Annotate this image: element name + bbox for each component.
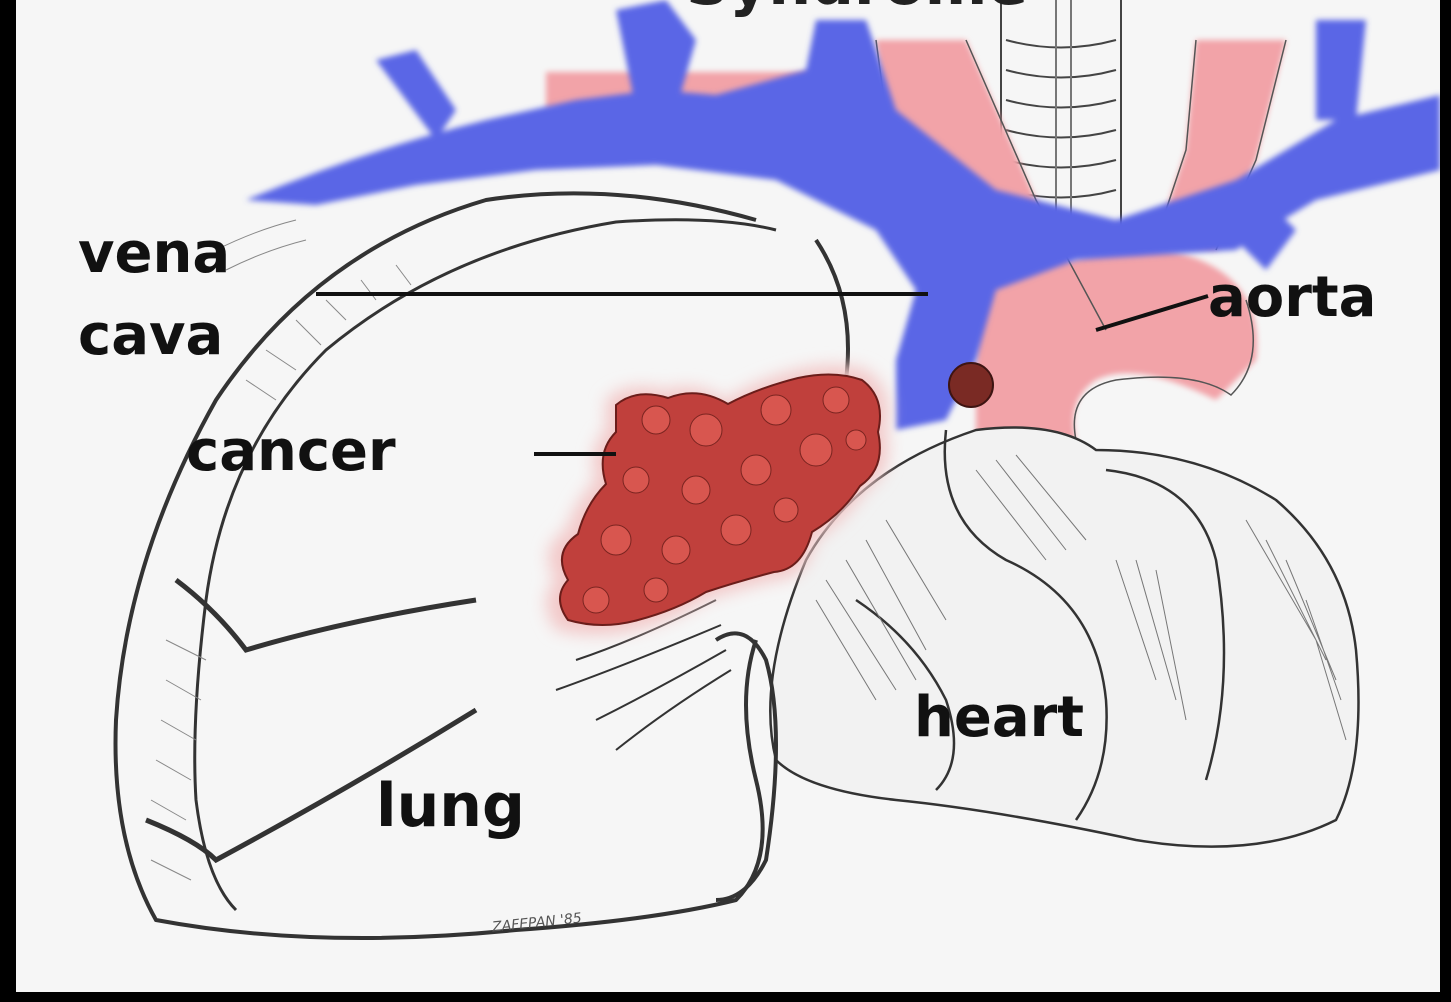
aorta-label: aorta: [1208, 270, 1376, 326]
cava-label: cava: [78, 308, 223, 364]
anatomy-illustration: [16, 0, 1440, 992]
vena-label: vena: [78, 226, 230, 282]
title-text: Syndrome: [686, 0, 1028, 14]
cancer-label: cancer: [186, 424, 396, 480]
heart-label: heart: [914, 690, 1084, 746]
illustration-panel: Syndrome vena cava cancer aorta heart lu…: [16, 0, 1440, 992]
lung-label: lung: [376, 776, 525, 836]
lymph-node: [949, 363, 993, 407]
